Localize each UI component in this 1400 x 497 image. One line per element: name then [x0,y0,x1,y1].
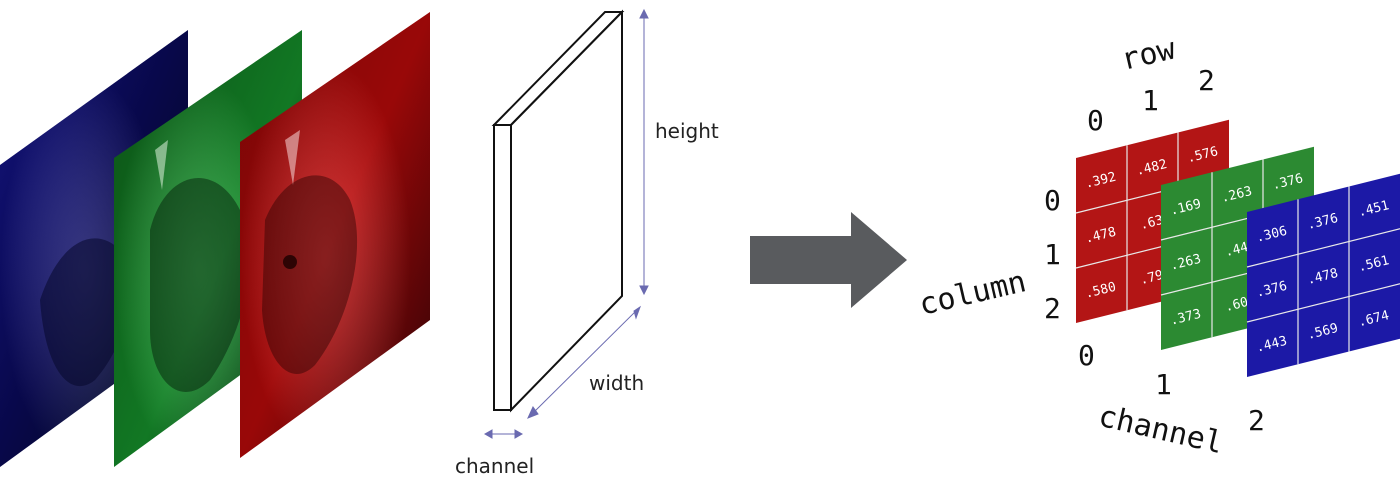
green-cell-r0-c1: .263 [1220,184,1254,206]
right-arrow-icon [750,212,907,308]
row-index-0: 0 [1087,104,1104,137]
green-cell-r0-c0: .169 [1169,197,1203,219]
row-indices: 0 1 2 [1087,64,1215,137]
blue-cell-r0-c0: .306 [1255,224,1289,246]
box-front-face [493,124,512,411]
column-title: column [916,264,1029,322]
green-cell-r1-c1: .44 [1223,240,1250,260]
blue-cell-r2-c2: .674 [1357,308,1391,330]
red-cell-r0-c1: .482 [1135,157,1169,179]
width-dimension-line [529,308,639,417]
column-index-2: 2 [1044,292,1061,325]
height-label: height [655,119,719,143]
blue-cell-r2-c0: .443 [1255,334,1289,356]
blue-cell-r2-c1: .569 [1306,321,1340,343]
volume-box [491,9,625,413]
blue-cell-r1-c0: .376 [1255,279,1289,301]
blue-channel-grid: .306 .376 .451 .376 .478 .561 .443 .569 .674 [1246,173,1400,377]
red-cell-r0-c0: .392 [1084,170,1118,192]
column-index-0: 0 [1044,184,1061,217]
channel-index-1: 1 [1155,368,1172,401]
column-index-1: 1 [1044,238,1061,271]
channel-index-0: 0 [1078,339,1095,372]
row-index-1: 1 [1142,84,1159,117]
channel-index-2: 2 [1248,404,1265,437]
box-side-face [510,9,623,413]
channel-planes [0,12,430,467]
green-cell-r1-c0: .263 [1169,252,1203,274]
red-cell-r2-c1: .79 [1138,268,1164,288]
row-index-2: 2 [1198,64,1215,97]
row-title: row [1118,31,1180,78]
red-cell-r0-c2: .576 [1186,144,1220,166]
blue-cell-r0-c1: .376 [1306,211,1340,233]
red-cell-r1-c0: .478 [1084,225,1118,247]
red-cell-r1-c1: .63 [1138,213,1164,233]
red-channel-plane [240,12,430,458]
dimension-lines [483,8,649,439]
grid-line [1246,228,1400,268]
channel-grids: .392 .482 .576 .478 .63 .580 .79 .169 .263 .376 .2… [1075,119,1400,377]
green-cell-r2-c0: .373 [1169,307,1203,329]
grid-line [1246,283,1400,323]
blue-cell-r0-c2: .451 [1357,198,1391,220]
blue-cell-r1-c1: .478 [1306,266,1340,288]
red-cell-r2-c0: .580 [1084,280,1118,302]
column-indices: 0 1 2 [1044,184,1061,325]
channel-label: channel [455,454,534,478]
channel-title: channel [1095,399,1226,462]
green-cell-r0-c2: .376 [1271,171,1305,193]
channel-indices: 0 1 2 [1078,339,1265,437]
blue-cell-r1-c2: .561 [1357,253,1391,275]
width-label: width [589,371,644,395]
blue-grid-background [1247,173,1400,377]
green-cell-r2-c1: .60 [1223,295,1249,315]
